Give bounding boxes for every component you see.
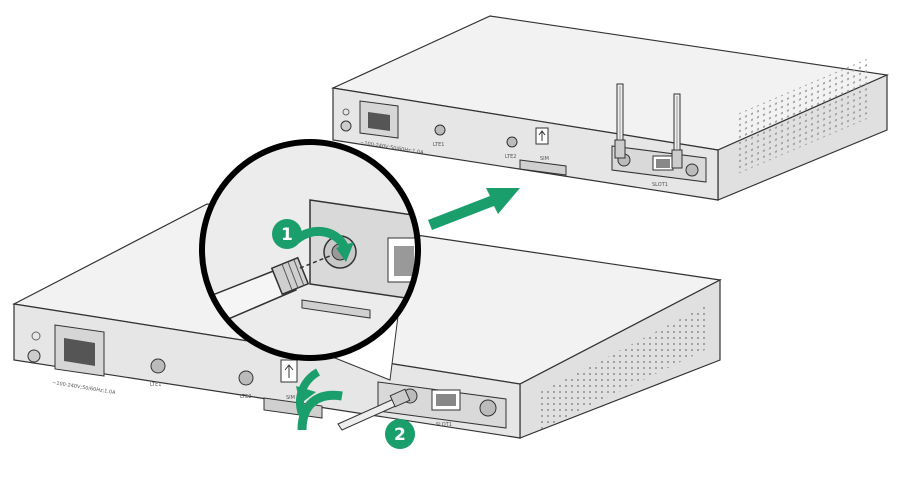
lte1-connector-top	[434, 124, 446, 136]
lte2-label-top: LTE2	[505, 154, 517, 160]
rotate-arrow-bottom-icon	[296, 368, 343, 431]
antenna-left-icon	[614, 83, 626, 159]
slot-connector-right	[479, 399, 497, 417]
lte1-label-top: LTE1	[433, 142, 445, 148]
slot-label-bottom: SLOT1	[436, 422, 452, 428]
power-label-bottom: ~100-240V;50/60Hz;1.0A	[52, 380, 117, 396]
ground-screw-icon	[27, 349, 41, 363]
step-badge-1: 1	[272, 219, 302, 249]
magnified-callout	[199, 139, 421, 381]
step-1-number: 1	[281, 225, 293, 245]
sim-label-top: SIM	[540, 156, 549, 162]
slot-label-top: SLOT1	[652, 182, 668, 188]
lte1-connector-bottom	[150, 358, 166, 374]
direction-arrow	[428, 188, 520, 230]
device-top: ~100-240V;50/60Hz;1.0A LTE1 LTE2 SIM SLO…	[330, 15, 890, 201]
device-top-front-face	[332, 87, 719, 201]
sim-label-bottom: SIM	[286, 395, 295, 401]
antenna-installing-icon	[337, 388, 411, 431]
ground-screw-icon	[340, 120, 352, 132]
sim-slot-top	[519, 159, 567, 176]
lte2-connector-top	[506, 136, 518, 148]
step-badge-2: 2	[385, 419, 415, 449]
step-2-number: 2	[394, 425, 406, 445]
lte1-label-bottom: LTE1	[150, 382, 162, 388]
lte2-label-bottom: LTE2	[240, 394, 252, 400]
lte2-connector-bottom	[238, 370, 254, 386]
antenna-right-icon	[671, 93, 683, 169]
